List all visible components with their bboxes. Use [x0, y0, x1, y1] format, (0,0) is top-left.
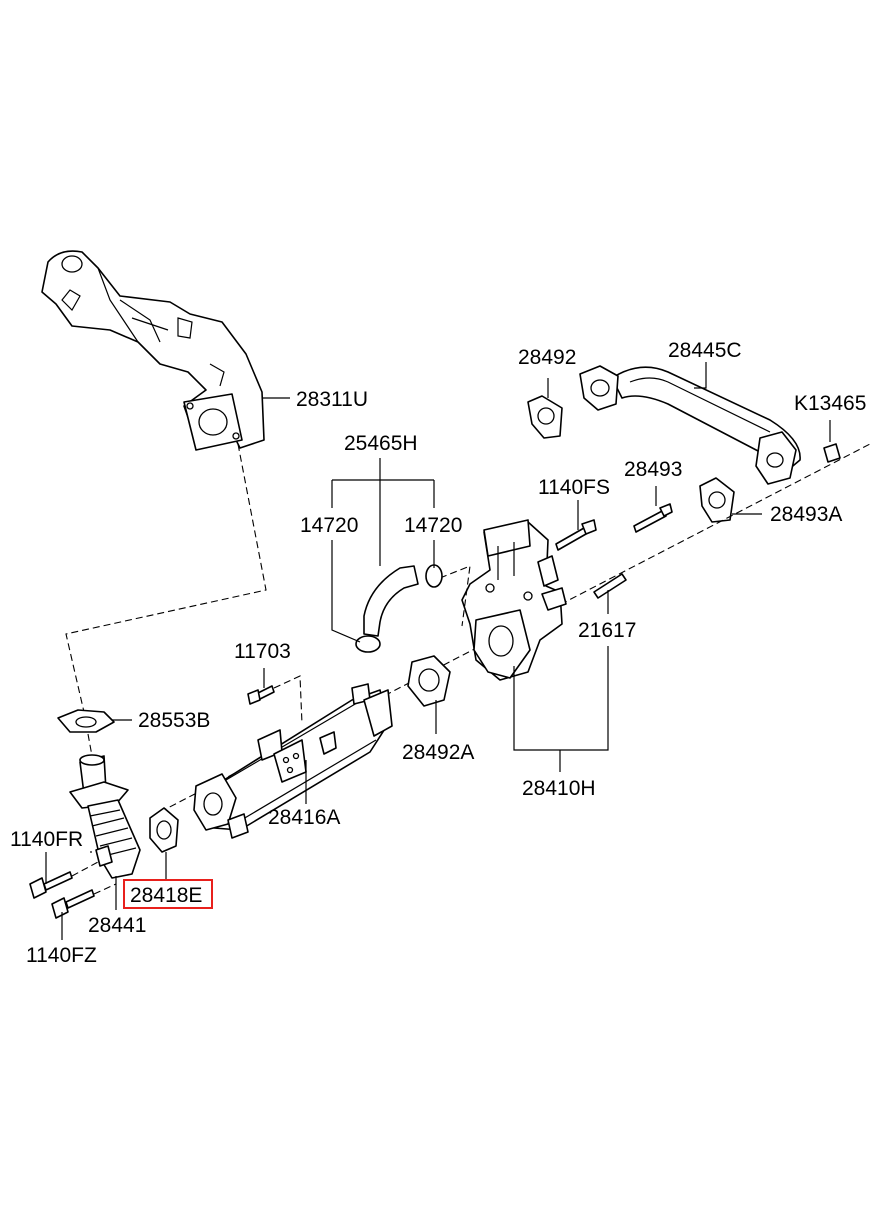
nut-K13465[interactable]	[823, 443, 841, 463]
clamp-14720-left[interactable]	[355, 635, 381, 653]
label-14720-right[interactable]: 14720	[404, 514, 462, 537]
flex-pipe-28441[interactable]	[69, 754, 141, 879]
hose-25465H[interactable]	[363, 565, 419, 637]
bolt-28493[interactable]	[633, 503, 673, 533]
label-28492[interactable]: 28492	[518, 346, 576, 369]
egr-cooler-28416A[interactable]	[193, 683, 393, 839]
label-28445C[interactable]: 28445C	[668, 339, 742, 362]
label-14720-left[interactable]: 14720	[300, 514, 358, 537]
bolt-1140FZ[interactable]	[51, 889, 95, 919]
label-28311U[interactable]: 28311U	[296, 388, 368, 411]
label-28492A[interactable]: 28492A	[402, 741, 474, 764]
label-28410H[interactable]: 28410H	[522, 777, 596, 800]
label-28553B[interactable]: 28553B	[138, 709, 210, 732]
leader-lines	[45, 362, 831, 940]
label-K13465[interactable]: K13465	[794, 392, 866, 415]
egr-pipe-28445C[interactable]	[579, 365, 801, 485]
highlight-box-28418E	[123, 879, 213, 909]
label-1140FS[interactable]: 1140FS	[538, 476, 610, 499]
label-1140FR[interactable]: 1140FR	[10, 828, 83, 851]
label-28493[interactable]: 28493	[624, 458, 682, 481]
label-28441[interactable]: 28441	[88, 914, 146, 937]
clamp-14720-right[interactable]	[425, 564, 443, 588]
label-21617[interactable]: 21617	[578, 619, 636, 642]
bolt-11703[interactable]	[247, 685, 275, 705]
label-11703[interactable]: 11703	[234, 640, 291, 663]
gasket-28418E[interactable]	[149, 807, 179, 853]
label-28493A[interactable]: 28493A	[770, 503, 842, 526]
bolt-1140FS[interactable]	[555, 519, 597, 551]
gasket-28493A[interactable]	[699, 477, 735, 523]
label-25465H[interactable]: 25465H	[344, 432, 418, 455]
gasket-28492[interactable]	[527, 395, 563, 439]
part-labels: 28311U 28492 28445C K13465 25465H 14720 …	[10, 339, 866, 967]
label-1140FZ[interactable]: 1140FZ	[26, 944, 97, 967]
label-28418E[interactable]: 28418E	[130, 884, 202, 907]
gasket-28492A[interactable]	[407, 655, 451, 707]
stud-21617[interactable]	[593, 573, 627, 599]
egr-valve-28410H[interactable]	[461, 519, 567, 681]
bolt-1140FR[interactable]	[29, 871, 73, 899]
intake-manifold-28311U[interactable]	[41, 250, 265, 451]
label-28416A[interactable]: 28416A	[268, 806, 340, 829]
gasket-28553B[interactable]	[57, 709, 115, 733]
